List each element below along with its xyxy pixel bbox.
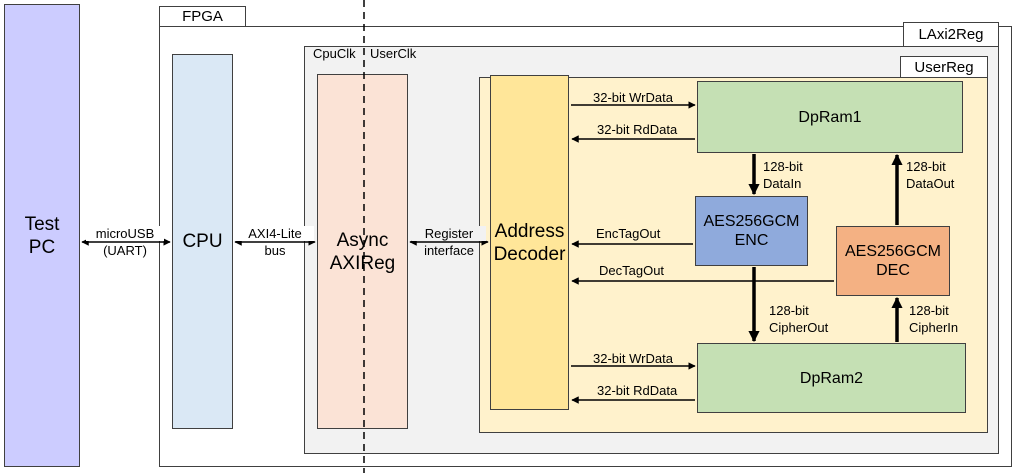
address-decoder-label-line1: Address xyxy=(494,220,565,242)
rddata2-label: 32-bit RdData xyxy=(597,383,678,398)
register-interface-label: Register interface xyxy=(412,226,486,258)
test-pc-label-line1: Test xyxy=(24,213,60,235)
aes-enc-label-line2: ENC xyxy=(734,232,769,249)
dpram1-label: DpRam1 xyxy=(798,108,862,126)
axi-label-line2: bus xyxy=(264,243,286,258)
aes-enc-block: AES256GCM ENC xyxy=(695,196,808,266)
cpu-block: CPU xyxy=(172,54,233,429)
dpram2-label: DpRam2 xyxy=(799,369,864,387)
cipherout-label-line2: CipherOut xyxy=(769,320,829,335)
dpram1-block: DpRam1 xyxy=(697,81,963,153)
address-decoder-label-line2: Decoder xyxy=(493,243,566,265)
wrdata1-label: 32-bit WrData xyxy=(593,90,673,105)
cipherout-label-line1: 128-bit xyxy=(769,303,809,318)
cipherin-label: 128-bit CipherIn xyxy=(909,303,958,335)
async-axireg-label-line2: AXIReg xyxy=(329,252,396,274)
datain-label-line2: DataIn xyxy=(763,176,802,191)
async-axireg-block: Async AXIReg xyxy=(317,74,408,429)
dectagout-label: DecTagOut xyxy=(599,263,665,278)
dataout-label-line2: DataOut xyxy=(906,176,955,191)
enctagout-label: EncTagOut xyxy=(596,226,661,241)
rddata1-label: 32-bit RdData xyxy=(597,122,678,137)
axi-label: AXI4-Lite bus xyxy=(236,226,314,258)
address-decoder-block: Address Decoder xyxy=(490,75,569,410)
microusb-label-line2: (UART) xyxy=(103,243,147,258)
aes-dec-label-line2: DEC xyxy=(876,262,910,279)
datain-label: 128-bit DataIn xyxy=(763,159,803,191)
datain-label-line1: 128-bit xyxy=(763,159,803,174)
laxi2reg-label: LAxi2Reg xyxy=(903,22,999,47)
cipherin-label-line1: 128-bit xyxy=(909,303,949,318)
microusb-label-line1: microUSB xyxy=(86,226,164,241)
aes-enc-label-line1: AES256GCM xyxy=(703,213,800,230)
dataout-label: 128-bit DataOut xyxy=(906,159,954,191)
aes-dec-label-line1: AES256GCM xyxy=(844,243,942,260)
axi-label-line1: AXI4-Lite xyxy=(236,226,314,241)
async-axireg-label-line1: Async xyxy=(336,229,389,251)
aes-dec-block: AES256GCM DEC xyxy=(836,226,950,296)
fpga-label: FPGA xyxy=(159,6,246,27)
test-pc-label-line2: PC xyxy=(28,236,56,258)
wrdata2-label: 32-bit WrData xyxy=(593,351,673,366)
userreg-label: UserReg xyxy=(900,56,988,78)
register-interface-label-line1: Register xyxy=(412,226,486,241)
cpu-clk-label: CpuClk xyxy=(313,46,356,61)
register-interface-label-line2: interface xyxy=(424,243,474,258)
test-pc-block: Test PC xyxy=(4,4,80,467)
dataout-label-line1: 128-bit xyxy=(906,159,946,174)
cipherin-label-line2: CipherIn xyxy=(909,320,959,335)
microusb-label: microUSB (UART) xyxy=(86,226,164,258)
user-clk-label: UserClk xyxy=(370,46,417,61)
cipherout-label: 128-bit CipherOut xyxy=(769,303,828,335)
cpu-label: CPU xyxy=(182,231,223,252)
dpram2-block: DpRam2 xyxy=(697,343,966,413)
